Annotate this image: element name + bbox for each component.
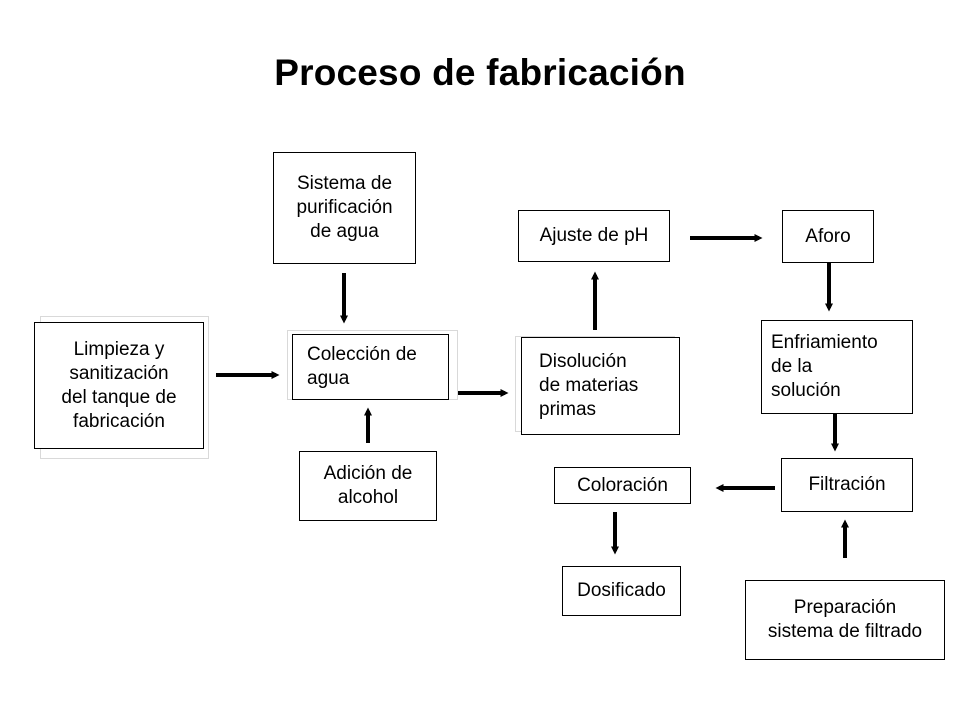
step-preparacion-filtrado: Preparación sistema de filtrado: [745, 580, 945, 660]
step-filtracion: Filtración: [781, 458, 913, 512]
page-title: Proceso de fabricación: [274, 52, 686, 93]
step-disolucion: Disolución de materias primas: [521, 337, 680, 435]
step-coleccion-agua: Colección de agua: [292, 334, 449, 400]
step-limpieza: Limpieza y sanitización del tanque de fa…: [34, 322, 204, 449]
step-enfriamiento: Enfriamiento de la solución: [761, 320, 913, 414]
step-aforo: Aforo: [782, 210, 874, 263]
step-coloracion: Coloración: [554, 467, 691, 504]
step-dosificado: Dosificado: [562, 566, 681, 616]
step-ajuste-ph: Ajuste de pH: [518, 210, 670, 262]
step-adicion-alcohol: Adición de alcohol: [299, 451, 437, 521]
step-sistema-purificacion: Sistema de purificación de agua: [273, 152, 416, 264]
